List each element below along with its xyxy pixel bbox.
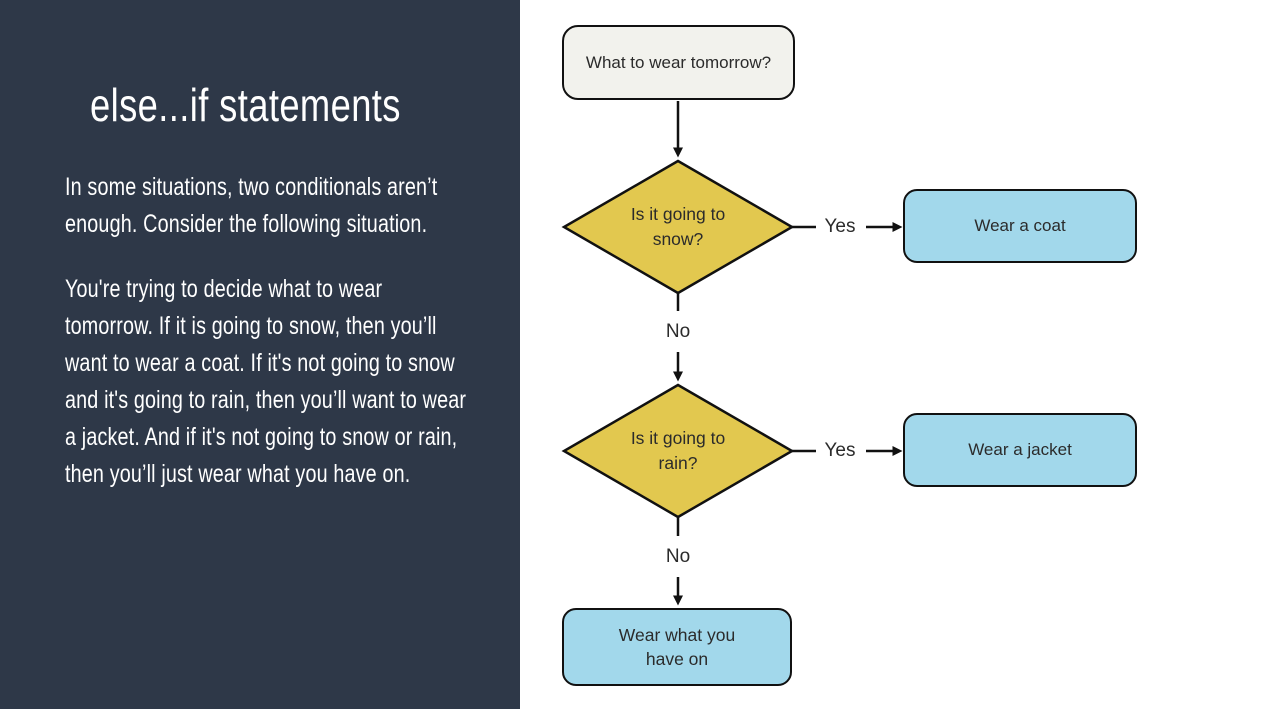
yes-label-1: Yes	[824, 216, 856, 237]
page-title: else...if statements	[90, 79, 401, 131]
start-node-label: What to wear tomorrow?	[585, 52, 772, 72]
result-jacket-node: Wear a jacket	[903, 413, 1137, 487]
intro-paragraph: In some situations, two conditionals are…	[65, 173, 438, 238]
no-label-2: No	[665, 546, 691, 567]
decision1-label: Is it going to snow?	[630, 204, 726, 249]
result-coat-node: Wear a coat	[903, 189, 1137, 263]
result-default-node: Wear what you have on	[562, 608, 792, 686]
text-panel: else...if statements In some situations,…	[0, 0, 520, 709]
decision2-diamond	[561, 383, 795, 519]
decision2-label: Is it going to rain?	[630, 428, 726, 473]
no-label-1: No	[665, 321, 691, 342]
start-node: What to wear tomorrow?	[562, 25, 795, 100]
result-jacket-label: Wear a jacket	[968, 440, 1072, 459]
yes-label-2: Yes	[824, 440, 856, 461]
result-coat-label: Wear a coat	[974, 216, 1066, 235]
scenario-paragraph: You're trying to decide what to wear tom…	[65, 275, 467, 488]
decision1-diamond	[561, 159, 795, 295]
